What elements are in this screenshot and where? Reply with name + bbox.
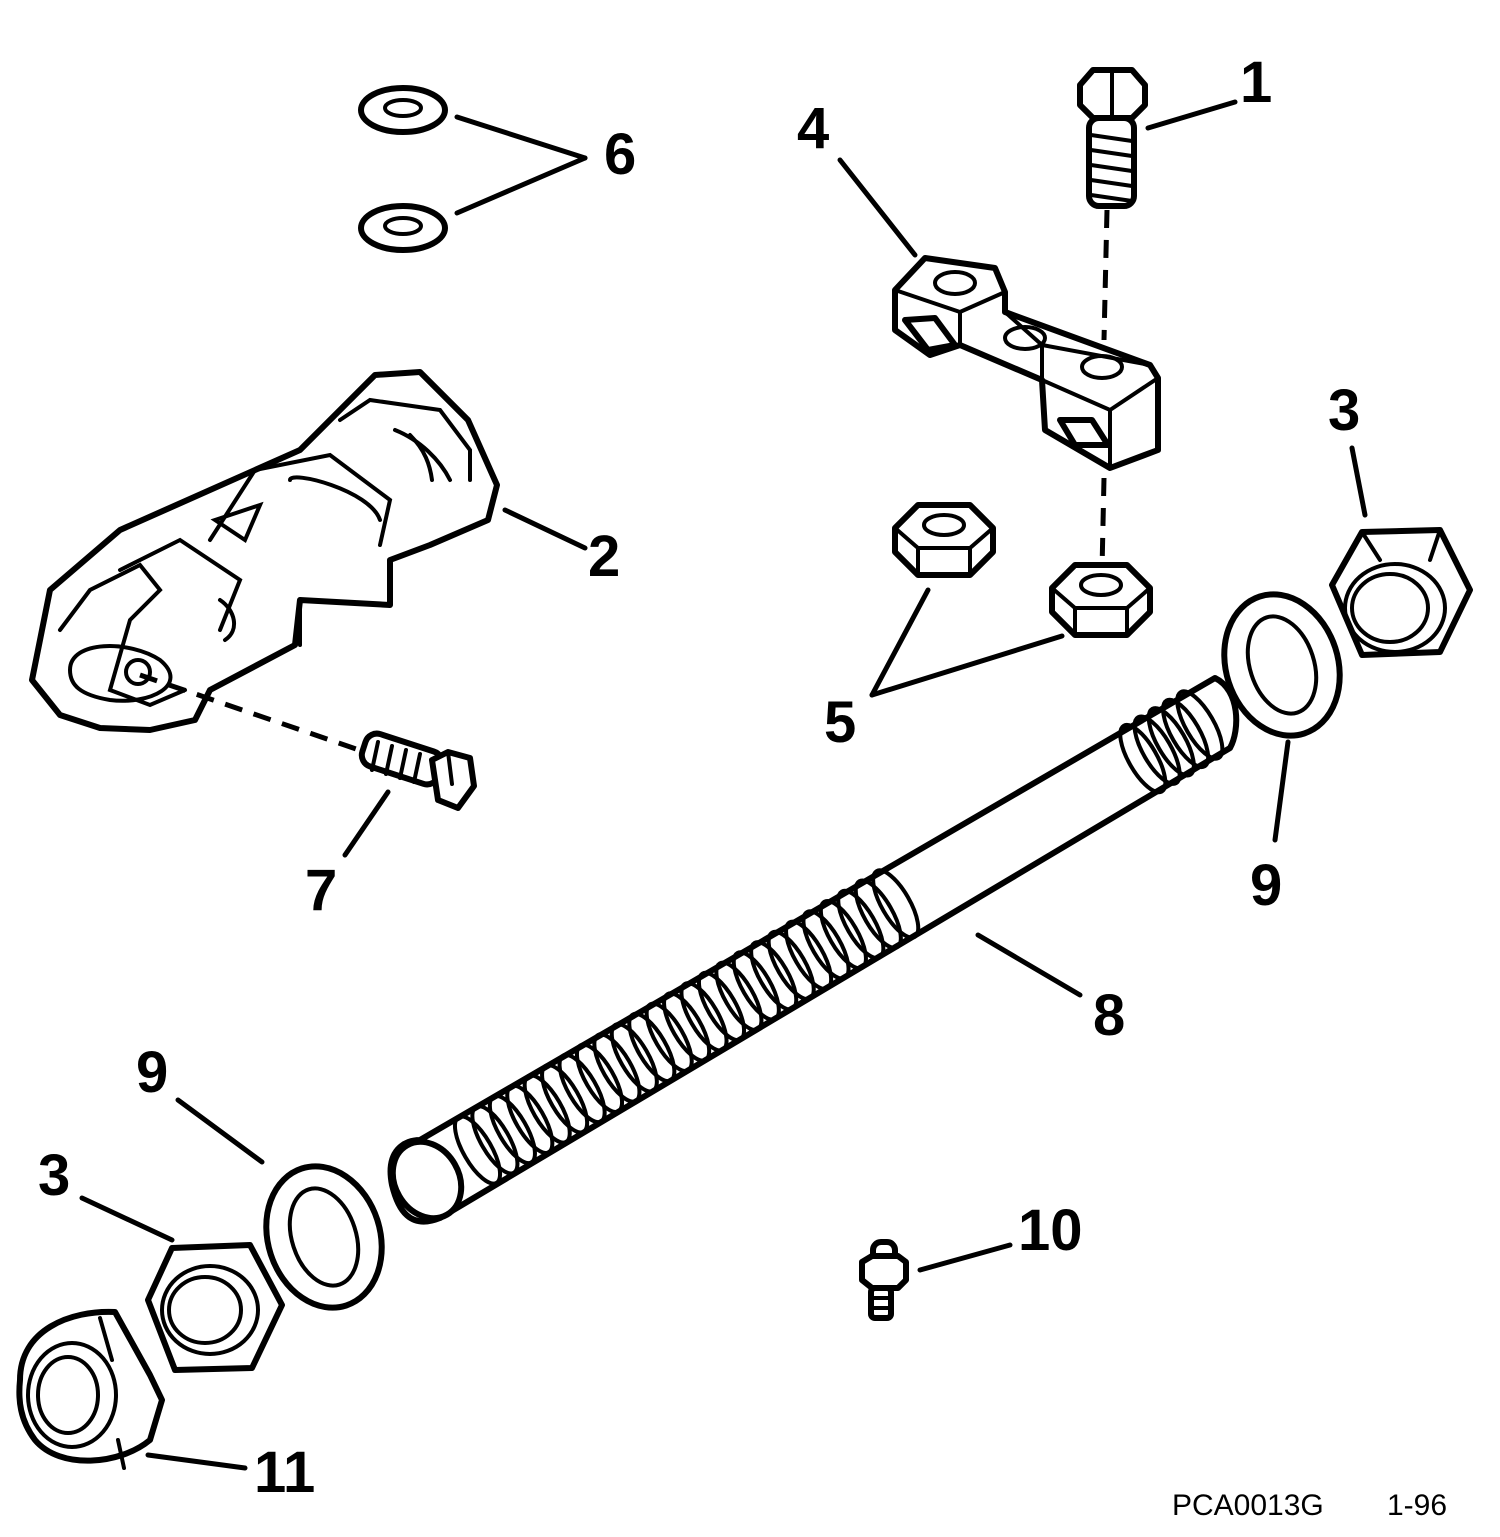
rod-thread-ring [505, 1083, 555, 1155]
rod-thread-ring [1175, 689, 1225, 761]
clamp-block-4 [892, 255, 1161, 471]
callout-5: 5 [824, 690, 856, 755]
callout-2: 2 [588, 524, 620, 589]
rod-thread-ring [662, 991, 712, 1063]
rod-thread-ring [1118, 722, 1168, 795]
rod-thread-ring [731, 950, 781, 1022]
drawing-revision: 1-96 [1387, 1489, 1447, 1522]
rod-thread-ring [749, 940, 799, 1012]
nut-5-right [1049, 562, 1153, 638]
rod-thread-ring [871, 868, 921, 940]
callout-3-lower: 3 [38, 1143, 70, 1208]
callout-11: 11 [254, 1440, 315, 1505]
callout-8: 8 [1093, 983, 1125, 1048]
rod-thread-ring [836, 888, 886, 961]
jam-nut-3-upper [1329, 527, 1473, 658]
rod-thread-ring [522, 1073, 572, 1145]
callout-7: 7 [305, 858, 337, 923]
threaded-rod-8 [387, 675, 1240, 1225]
callout-3-upper: 3 [1328, 378, 1360, 443]
callout-1: 1 [1240, 50, 1272, 115]
jam-nut-3-lower [145, 1242, 285, 1373]
callout-9-upper: 9 [1250, 853, 1282, 918]
rod-thread-ring [1132, 714, 1182, 786]
screw-7 [358, 730, 477, 811]
callout-4: 4 [797, 96, 829, 161]
rod-thread-ring [540, 1063, 590, 1135]
rod-thread-ring [452, 1114, 503, 1186]
washer-6-upper [358, 85, 448, 135]
rod-thread-ring [557, 1052, 607, 1125]
rod-thread-ring [627, 1011, 677, 1084]
grease-fitting-10 [859, 1239, 909, 1321]
washer-9-lower [263, 1163, 385, 1311]
washer-6-lower [358, 203, 448, 253]
rod-thread-ring [801, 909, 851, 981]
rod-thread-ring [1161, 697, 1211, 770]
cap-nut-11 [16, 1308, 165, 1470]
callout-10: 10 [1018, 1198, 1083, 1263]
rod-thread-ring [714, 960, 764, 1032]
washer-9-upper [1221, 591, 1343, 739]
callout-6: 6 [604, 122, 636, 187]
rod-thread-ring [644, 1001, 694, 1073]
anchor-bracket-2 [29, 369, 500, 733]
rod-thread-ring [574, 1042, 625, 1114]
rod-thread-ring [470, 1104, 520, 1176]
rod-thread-ring [818, 899, 868, 971]
bolt-1 [1077, 67, 1148, 209]
rod-thread-ring [784, 919, 834, 991]
rod-thread-ring [853, 878, 903, 950]
rod-thread-ring [679, 981, 729, 1053]
rod-thread-ring [609, 1022, 659, 1094]
callout-9-lower: 9 [136, 1040, 168, 1105]
rod-thread-ring [592, 1032, 642, 1104]
leader-lines [79, 99, 1368, 1471]
rod-thread-ring [1146, 706, 1196, 778]
rod-thread-ring [696, 970, 747, 1043]
drawing-code: PCA0013G [1172, 1489, 1324, 1522]
nut-5-left [892, 502, 996, 578]
rod-thread-ring [766, 929, 816, 1002]
rod-thread-ring [487, 1093, 537, 1166]
